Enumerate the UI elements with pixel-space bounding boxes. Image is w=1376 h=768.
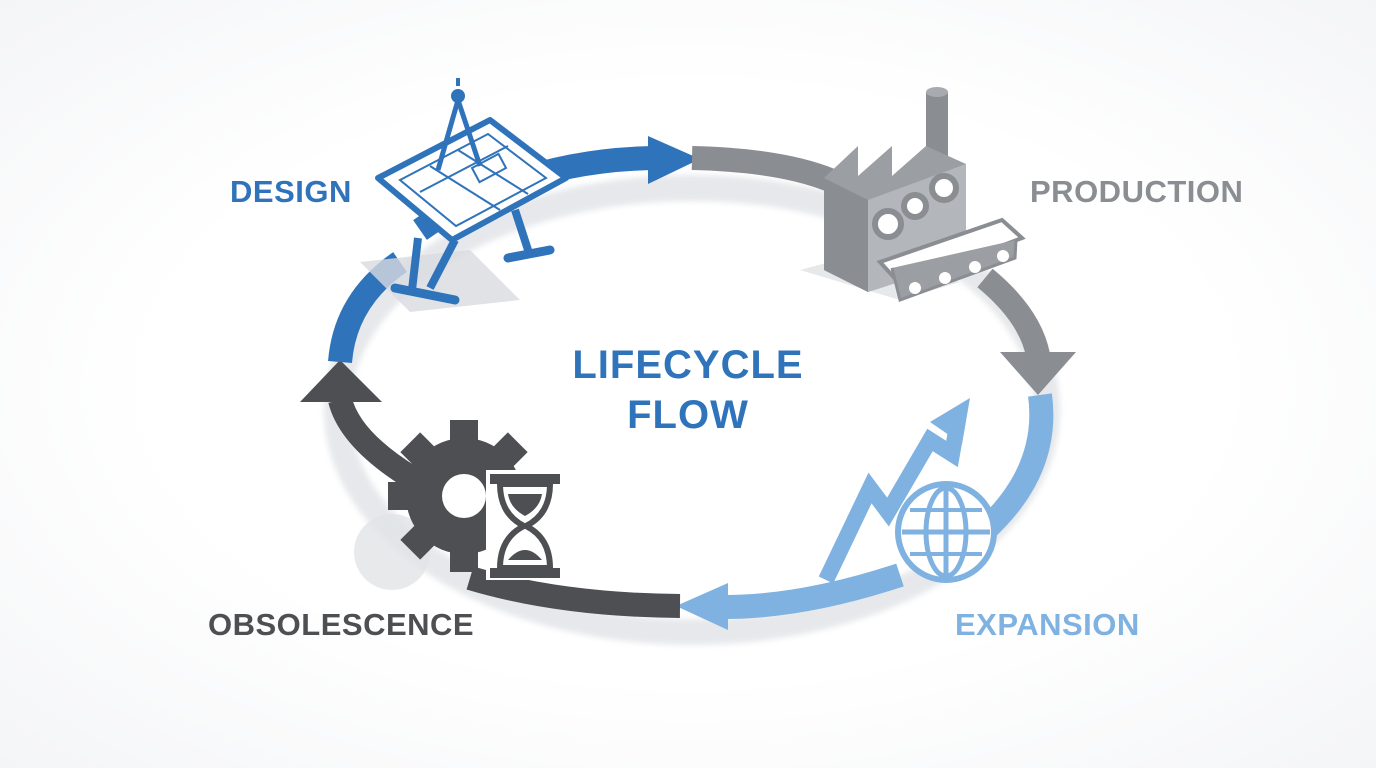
arc-production-to-expansion	[977, 268, 1050, 358]
factory-icon	[800, 87, 1026, 302]
stage-label-expansion: EXPANSION	[955, 607, 1140, 642]
arc-expansion-right	[976, 393, 1054, 539]
arrowhead-expansion-to-obsolescence	[676, 583, 728, 630]
arc-production-top	[691, 146, 835, 192]
stage-label-production: PRODUCTION	[1030, 174, 1244, 209]
stage-label-design: DESIGN	[230, 174, 352, 209]
arc-obsolescence-to-design	[328, 396, 419, 489]
arrowhead-obsolescence-to-design	[300, 360, 382, 402]
drafting-table-icon	[360, 78, 569, 312]
title-line-1: LIFECYCLE	[572, 343, 804, 387]
arc-expansion-to-obsolescence	[719, 563, 904, 620]
globe-growth-icon	[818, 398, 997, 584]
arrowhead-design-to-production	[648, 136, 700, 184]
diagram-title: LIFECYCLE FLOW	[538, 340, 838, 440]
arc-obsolescence-bottom	[466, 566, 681, 618]
arrowhead-production-to-expansion	[1000, 352, 1076, 395]
stage-label-obsolescence: OBSOLESCENCE	[208, 607, 475, 642]
title-line-2: FLOW	[627, 393, 749, 437]
gear-hourglass-icon	[354, 420, 564, 590]
